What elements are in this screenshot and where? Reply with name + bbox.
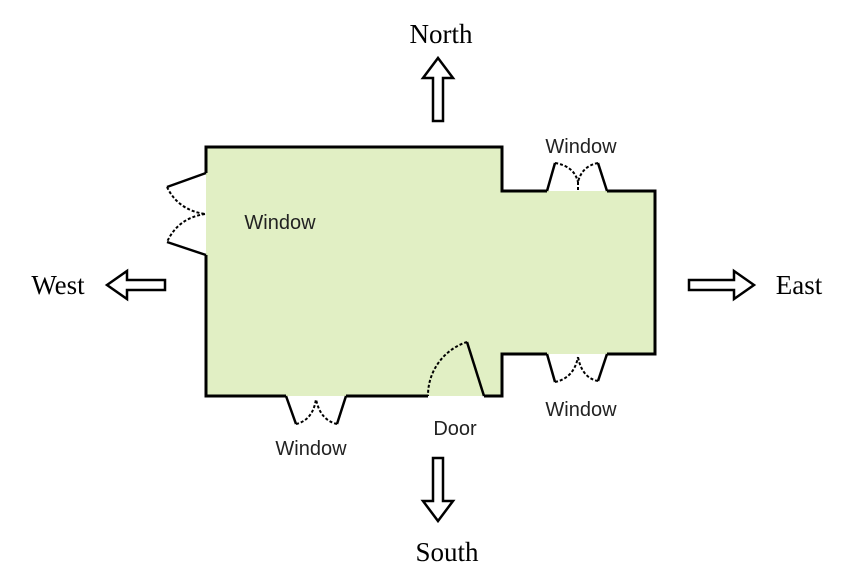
room-floor <box>206 147 655 396</box>
east-arrow-icon <box>687 268 757 302</box>
window-west-label: Window <box>244 212 316 234</box>
window-north-east-label: Window <box>545 136 617 158</box>
door <box>426 341 486 397</box>
window-south <box>284 395 348 425</box>
north-label: North <box>410 19 473 49</box>
east-label: East <box>776 270 823 300</box>
walls <box>204 145 657 398</box>
window-west <box>166 171 207 257</box>
west-label: West <box>31 270 85 300</box>
south-label: South <box>415 537 479 567</box>
window-north-east <box>545 162 609 192</box>
south-arrow-icon <box>420 456 456 524</box>
window-south-east <box>545 353 609 383</box>
north-arrow-icon <box>420 55 456 123</box>
window-south-east-label: Window <box>545 399 617 421</box>
window-south-label: Window <box>275 438 347 460</box>
west-arrow-icon <box>104 268 167 302</box>
door-label: Door <box>433 418 477 440</box>
